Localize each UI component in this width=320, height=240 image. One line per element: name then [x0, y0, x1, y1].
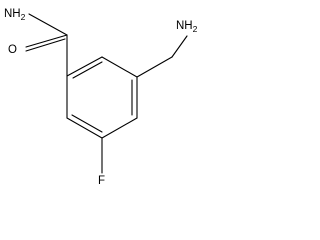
- ring-bond-c2-c3: [101, 56, 138, 78]
- bond-ring-to-ch2: [136, 56, 173, 78]
- bond-ch2-to-amine-n: [171, 35, 188, 58]
- bond-carbonyl-to-amide-n: [28, 13, 68, 36]
- ring-bond-c1-c2: [66, 56, 103, 77]
- structure-diagram: NH2 O NH2 F: [4, 8, 198, 187]
- bond-carbonyl-c-o-2: [25, 38, 66, 52]
- ring-bond-c4-c5: [101, 117, 138, 139]
- bond-carbonyl-c-o-1: [25, 34, 68, 48]
- ring-bond-c5-c6: [66, 117, 103, 139]
- amine-nitrogen-label: NH2: [176, 20, 198, 34]
- ring-bond-c1-c2-inner: [72, 61, 103, 79]
- carbonyl-oxygen-label: O: [8, 44, 17, 56]
- amide-nitrogen-label: NH2: [4, 8, 26, 22]
- ring-bond-c5-c6-inner: [71, 114, 103, 133]
- fluorine-label: F: [98, 175, 105, 187]
